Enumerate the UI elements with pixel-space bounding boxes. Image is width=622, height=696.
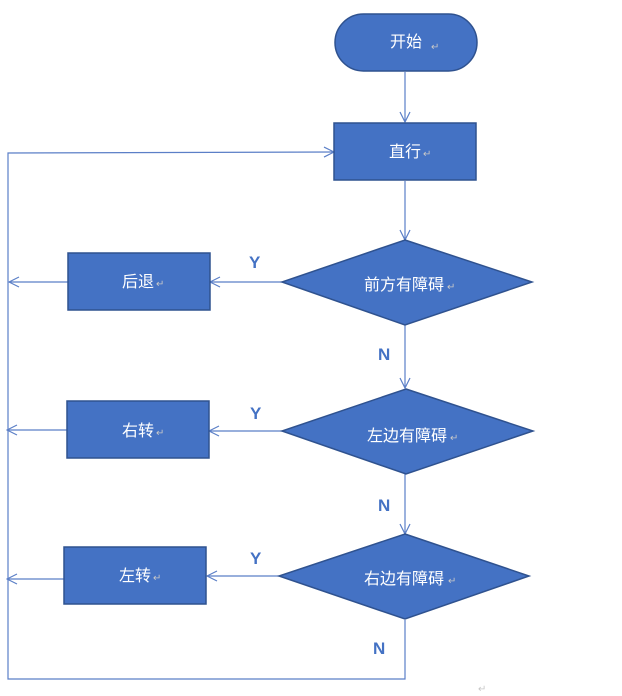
svg-text:↵: ↵ bbox=[156, 428, 164, 439]
svg-text:↵: ↵ bbox=[447, 282, 455, 293]
svg-text:↵: ↵ bbox=[478, 684, 486, 695]
node-left-obstacle: 左边有障碍 ↵ bbox=[279, 388, 536, 475]
branch-label-no-front: N bbox=[378, 345, 390, 364]
branch-label-no-left: N bbox=[378, 496, 390, 515]
edges bbox=[7, 72, 406, 680]
svg-text:↵: ↵ bbox=[450, 433, 458, 444]
svg-text:↵: ↵ bbox=[431, 42, 439, 53]
node-straight-label: 直行 bbox=[389, 142, 421, 161]
node-right-obstacle: 右边有障碍 ↵ bbox=[276, 533, 532, 620]
node-turn-right: 右转 ↵ bbox=[66, 400, 210, 459]
node-back: 后退 ↵ bbox=[67, 252, 211, 311]
node-straight: 直行 ↵ bbox=[333, 122, 477, 181]
svg-text:↵: ↵ bbox=[156, 279, 164, 290]
node-back-label: 后退 bbox=[122, 272, 154, 291]
svg-text:↵: ↵ bbox=[448, 576, 456, 587]
node-turn-left: 左转 ↵ bbox=[63, 546, 207, 605]
branch-label-yes-right: Y bbox=[250, 549, 262, 568]
node-start-label: 开始 bbox=[390, 32, 422, 51]
node-left-obstacle-label: 左边有障碍 bbox=[367, 426, 447, 445]
svg-text:↵: ↵ bbox=[153, 573, 161, 584]
node-front-obstacle: 前方有障碍 ↵ bbox=[279, 239, 535, 326]
branch-label-no-right: N bbox=[373, 639, 385, 658]
branch-label-yes-left: Y bbox=[250, 404, 262, 423]
svg-text:↵: ↵ bbox=[423, 149, 431, 160]
branch-label-yes-front: Y bbox=[249, 253, 261, 272]
node-right-obstacle-label: 右边有障碍 bbox=[364, 569, 444, 588]
node-turn-right-label: 右转 bbox=[122, 421, 154, 440]
node-turn-left-label: 左转 bbox=[119, 566, 151, 585]
edge-loop-back-to-straight bbox=[7, 152, 406, 680]
node-start: 开始 ↵ bbox=[334, 13, 478, 72]
node-front-obstacle-label: 前方有障碍 bbox=[364, 275, 444, 294]
